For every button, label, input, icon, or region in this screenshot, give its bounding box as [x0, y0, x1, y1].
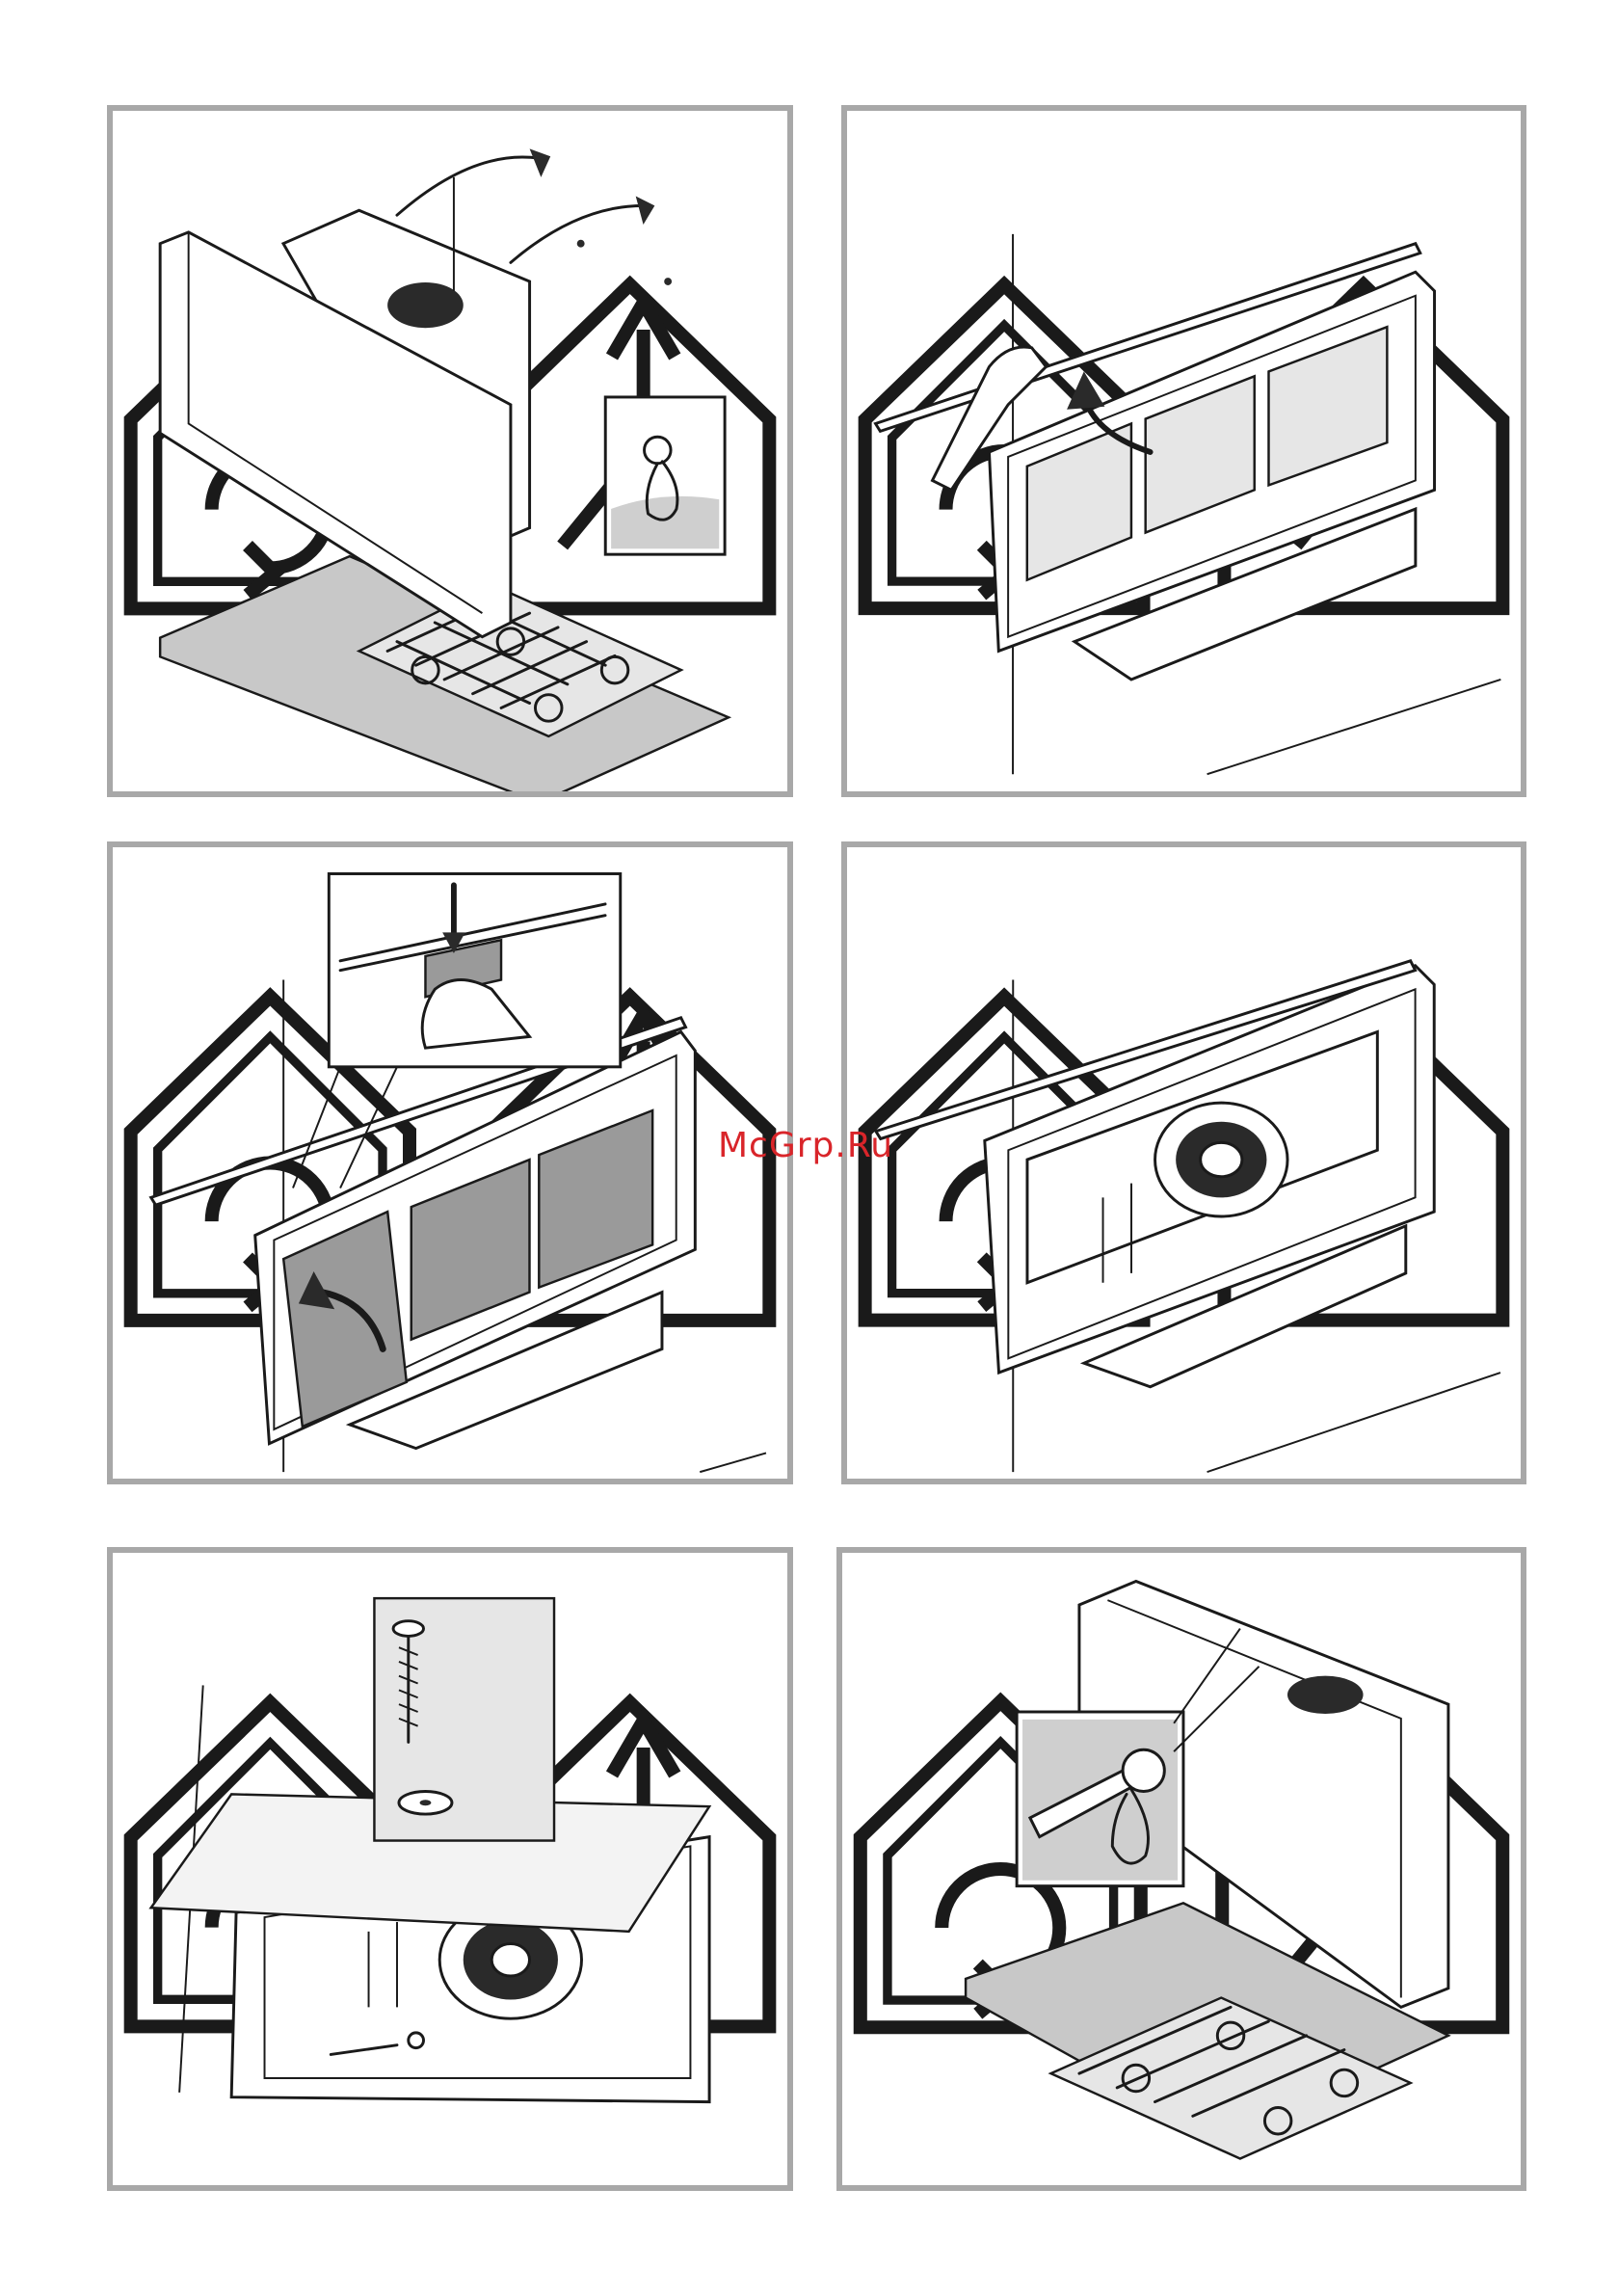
step-panel-3: [107, 841, 793, 1484]
step-illustration-5: [113, 1553, 787, 2185]
step-panel-4: [841, 841, 1526, 1484]
step-panel-5: [107, 1547, 793, 2191]
step-illustration-2: [847, 111, 1521, 791]
step-illustration-4: [847, 847, 1521, 1479]
step-illustration-3: [113, 847, 787, 1479]
watermark-text: McGrp.Ru: [718, 1126, 893, 1165]
step-panel-2: [841, 105, 1526, 797]
step-panel-6: [836, 1547, 1526, 2191]
step-panel-1: [107, 105, 793, 797]
step-illustration-6: [842, 1553, 1521, 2185]
step-illustration-1: [113, 111, 787, 791]
